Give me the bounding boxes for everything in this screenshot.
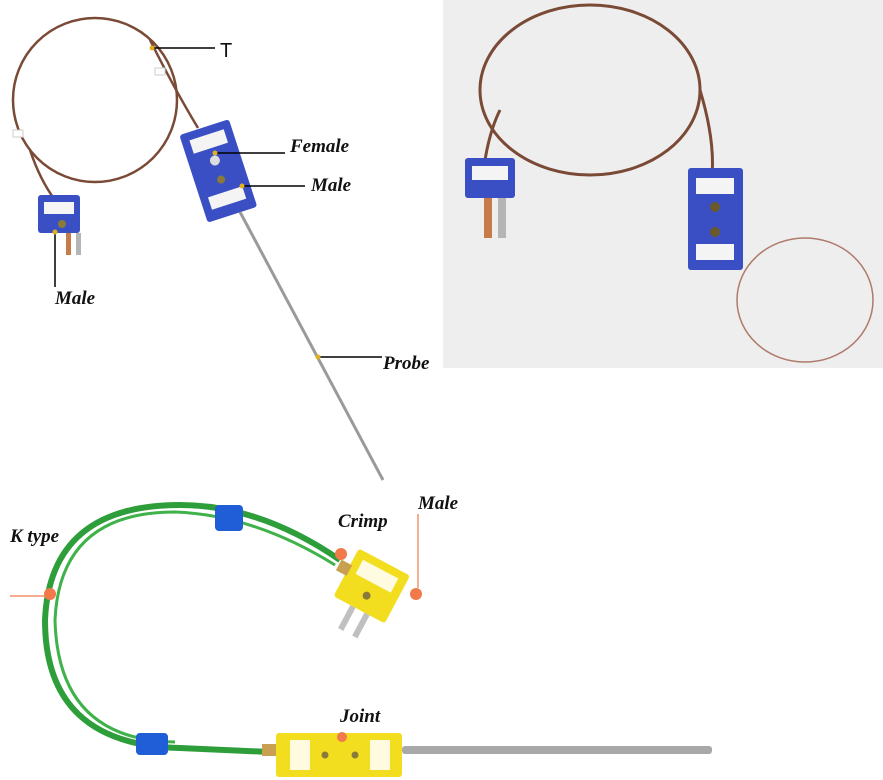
label-joint: Joint (339, 706, 381, 727)
label-k-type: K type (9, 526, 60, 547)
label-male-small: Male (54, 288, 96, 309)
label-female: Female (289, 136, 350, 157)
inline-female-male-connector (180, 119, 257, 222)
blue-inline-connector-photo (688, 168, 743, 270)
yellow-joint-connector (262, 733, 402, 777)
t-type-assembly (11, 16, 385, 481)
yellow-male-connector (334, 549, 409, 639)
k-probe-rod (402, 746, 712, 754)
label-crimp: Crimp (338, 511, 388, 532)
blue-male-connector-photo (465, 158, 515, 238)
cable-tie-bottom (136, 733, 168, 755)
cable-tie-top (215, 505, 243, 531)
label-male-inline: Male (310, 175, 352, 196)
label-male-yellow: Male (417, 493, 459, 514)
probe-rod (238, 211, 385, 481)
t-type-photo (443, 0, 883, 368)
k-type-assembly (41, 501, 712, 777)
label-t: T (220, 40, 232, 62)
small-male-connector (38, 195, 81, 255)
t-type-annotations: T Female Male Male Probe (52, 40, 430, 374)
label-probe: Probe (382, 353, 430, 374)
k-type-annotations: K type Crimp Male Joint (9, 493, 459, 742)
